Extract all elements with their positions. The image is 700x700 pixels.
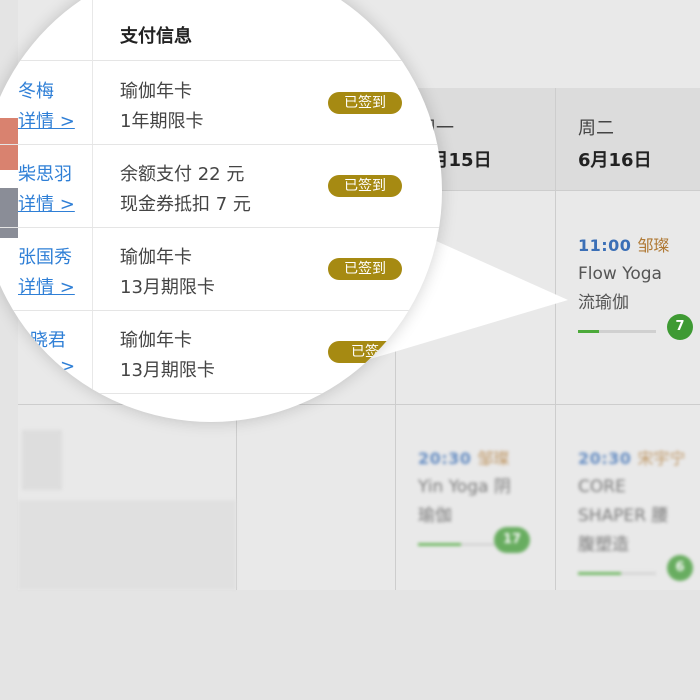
day-name: 周二 bbox=[578, 118, 614, 139]
detail-link[interactable]: > bbox=[60, 356, 76, 377]
course-title-line: Flow Yoga bbox=[578, 264, 662, 284]
grid-line bbox=[555, 88, 556, 590]
column-divider bbox=[92, 0, 93, 400]
course-teacher: 宋宇宁 bbox=[637, 449, 686, 468]
course-title-line: 腹塑造 bbox=[578, 535, 629, 555]
course-capacity-fill bbox=[578, 572, 621, 575]
attendee-name[interactable]: 冬梅 bbox=[18, 81, 54, 102]
course-card[interactable]: 20:30 宋宇宁 CORE SHAPER 腰 腹塑造 6 bbox=[578, 445, 693, 581]
payment-method: 余额支付 22 元 bbox=[120, 164, 245, 185]
attendee-row[interactable]: 张国秀 详情 > 瑜伽年卡 13月期限卡 已签到 bbox=[0, 228, 442, 311]
payment-method: 瑜伽年卡 bbox=[120, 81, 192, 102]
attendee-name[interactable]: 柴思羽 bbox=[18, 164, 72, 185]
checked-in-badge: 已签 bbox=[328, 341, 402, 363]
booking-count-badge: 17 bbox=[494, 527, 530, 553]
magnifier-lens: 支付信息 冬梅 详情 > 瑜伽年卡 1年期限卡 已签到 柴思羽 详情 > 余额支… bbox=[0, 0, 442, 422]
attendee-list-header: 支付信息 bbox=[0, 0, 442, 61]
grid-line bbox=[395, 190, 700, 191]
attendee-name[interactable]: 张国秀 bbox=[18, 247, 72, 268]
course-title-line: Yin Yoga 阴 bbox=[418, 477, 511, 497]
course-time: 20:30 bbox=[578, 449, 632, 468]
payment-detail: 13月期限卡 bbox=[120, 360, 215, 381]
course-capacity-fill bbox=[418, 543, 461, 546]
day-date: 6月16日 bbox=[578, 150, 652, 171]
attendee-row[interactable]: 柴思羽 详情 > 余额支付 22 元 现金券抵扣 7 元 已签到 bbox=[0, 145, 442, 228]
payment-method: 瑜伽年卡 bbox=[120, 330, 192, 351]
grid-line bbox=[18, 404, 700, 405]
payment-detail: 1年期限卡 bbox=[120, 111, 204, 132]
course-title-line: CORE bbox=[578, 477, 626, 497]
course-card[interactable]: 11:00 邹璨 Flow Yoga 流瑜伽 7 bbox=[578, 232, 693, 340]
course-time: 20:30 bbox=[418, 449, 472, 468]
attendee-row[interactable]: 冬梅 详情 > 瑜伽年卡 1年期限卡 已签到 bbox=[0, 62, 442, 145]
time-slot-label bbox=[22, 430, 62, 490]
course-teacher: 邹璨 bbox=[637, 236, 670, 255]
course-title-line: 流瑜伽 bbox=[578, 293, 629, 313]
grid-line bbox=[236, 404, 237, 590]
detail-link[interactable]: 详情 > bbox=[18, 277, 75, 298]
course-capacity-bar bbox=[578, 572, 656, 575]
course-capacity-bar bbox=[578, 330, 656, 333]
course-teacher: 邹璨 bbox=[477, 449, 510, 468]
course-card[interactable]: 20:30 邹璨 Yin Yoga 阴 瑜伽 17 bbox=[418, 445, 533, 553]
attendee-name[interactable]: 晓君 bbox=[30, 330, 66, 351]
schedule-day-header-row bbox=[395, 88, 700, 191]
day-header-tuesday[interactable]: 周二 6月16日 bbox=[578, 114, 652, 172]
empty-slot bbox=[18, 500, 236, 590]
payment-detail: 13月期限卡 bbox=[120, 277, 215, 298]
course-capacity-fill bbox=[578, 330, 600, 333]
attendee-list: 支付信息 冬梅 详情 > 瑜伽年卡 1年期限卡 已签到 柴思羽 详情 > 余额支… bbox=[0, 0, 442, 422]
avatar bbox=[0, 188, 18, 238]
booking-count-badge: 6 bbox=[667, 555, 693, 581]
course-title: Yin Yoga 阴 瑜伽 bbox=[418, 473, 533, 531]
course-title: CORE SHAPER 腰 腹塑造 bbox=[578, 473, 693, 560]
course-title: Flow Yoga 流瑜伽 bbox=[578, 260, 693, 318]
course-title-line: 瑜伽 bbox=[418, 506, 452, 526]
payment-detail: 现金券抵扣 7 元 bbox=[120, 194, 251, 215]
course-title-line: SHAPER 腰 bbox=[578, 506, 669, 526]
checked-in-badge: 已签到 bbox=[328, 175, 402, 197]
detail-link[interactable]: 详情 > bbox=[18, 111, 75, 132]
payment-method: 瑜伽年卡 bbox=[120, 247, 192, 268]
checked-in-badge: 已签到 bbox=[328, 92, 402, 114]
booking-count-badge: 7 bbox=[667, 314, 693, 340]
course-time: 11:00 bbox=[578, 236, 632, 255]
checked-in-badge: 已签到 bbox=[328, 258, 402, 280]
detail-link[interactable]: 详情 > bbox=[18, 194, 75, 215]
payment-info-header: 支付信息 bbox=[120, 26, 192, 47]
attendee-row[interactable]: 晓君 > 瑜伽年卡 13月期限卡 已签 bbox=[0, 311, 442, 394]
course-capacity-bar bbox=[418, 543, 496, 546]
